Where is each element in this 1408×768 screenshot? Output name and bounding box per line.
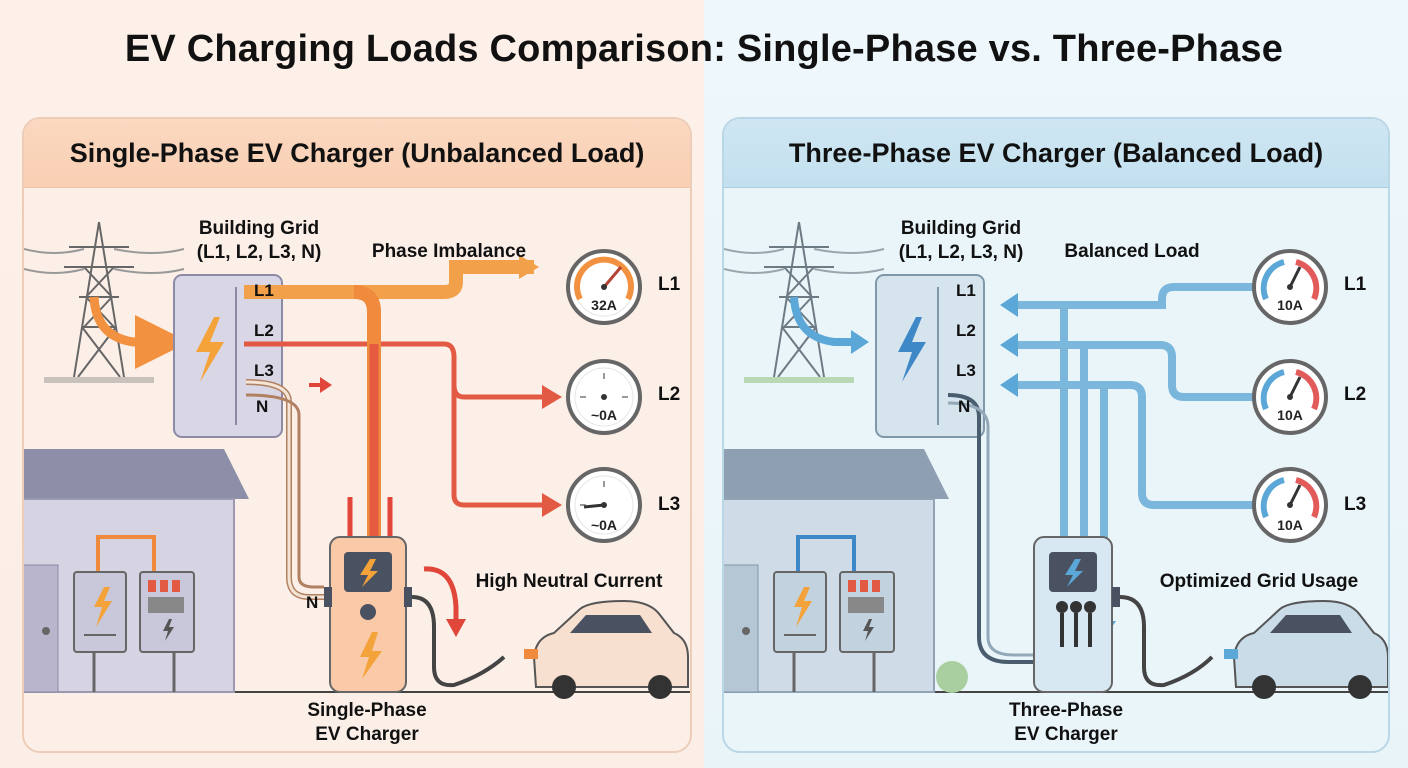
single-phase-panel-header: Single-Phase EV Charger (Unbalanced Load… bbox=[24, 119, 690, 188]
single-phase-panel: Single-Phase EV Charger (Unbalanced Load… bbox=[22, 117, 692, 753]
gauge-l2 bbox=[566, 359, 642, 435]
neutral-label: N bbox=[306, 593, 319, 612]
three-phase-panel: Three-Phase EV Charger (Balanced Load) bbox=[722, 117, 1390, 753]
gauge-l1 bbox=[566, 249, 642, 325]
gauge-l3-value: ~0A bbox=[590, 517, 618, 533]
car-icon bbox=[524, 599, 689, 699]
page-title: EV Charging Loads Comparison: Single-Pha… bbox=[124, 28, 1284, 70]
panel-phase-n: N bbox=[256, 397, 269, 416]
gauge-l2 bbox=[1252, 359, 1328, 435]
left-grid-title: Building Grid (L1, L2, L3, N) bbox=[196, 218, 322, 263]
panel-phase-l1: L1 bbox=[956, 281, 976, 300]
three-phase-panel-header: Three-Phase EV Charger (Balanced Load) bbox=[724, 119, 1388, 188]
right-status-text: Balanced Load bbox=[1064, 241, 1200, 262]
lightning-icon bbox=[196, 317, 224, 382]
left-caption: Single-Phase EV Charger bbox=[307, 700, 427, 745]
panel-phase-l2: L2 bbox=[254, 321, 274, 340]
optimized-usage-text: Optimized Grid Usage bbox=[1159, 571, 1359, 592]
meter-label-l3: L3 bbox=[1344, 494, 1367, 515]
meter-label-l1: L1 bbox=[658, 274, 681, 295]
house-icon bbox=[24, 449, 249, 693]
single-phase-diagram bbox=[24, 221, 690, 699]
ev-charger-icon bbox=[324, 536, 412, 693]
right-caption: Three-Phase EV Charger bbox=[1008, 700, 1124, 745]
ev-charger-icon bbox=[1033, 536, 1120, 693]
gauge-l3 bbox=[566, 467, 642, 543]
left-status-text: Phase Imbalance bbox=[371, 241, 527, 262]
meter-label-l2: L2 bbox=[1344, 384, 1367, 405]
panel-phase-l2: L2 bbox=[956, 321, 976, 340]
meter-label-l2: L2 bbox=[658, 384, 681, 405]
grid-feed-arrow bbox=[89, 296, 189, 369]
house-icon bbox=[724, 449, 968, 693]
panel-phase-l3: L3 bbox=[254, 361, 274, 380]
right-grid-title: Building Grid (L1, L2, L3, N) bbox=[898, 218, 1024, 263]
meter-label-l3: L3 bbox=[658, 494, 681, 515]
gauge-l3 bbox=[1252, 467, 1328, 543]
gauge-l2-value: 10A bbox=[1277, 407, 1303, 423]
grid-feed-arrow bbox=[790, 296, 854, 346]
transmission-tower-icon bbox=[724, 221, 885, 383]
meter-label-l1: L1 bbox=[1344, 274, 1367, 295]
panel-phase-n: N bbox=[958, 397, 971, 416]
lightning-icon bbox=[898, 317, 926, 382]
transmission-tower-icon bbox=[24, 221, 185, 383]
gauge-l1 bbox=[1252, 249, 1328, 325]
neutral-current-text: High Neutral Current bbox=[475, 571, 663, 592]
three-phase-diagram bbox=[724, 221, 1388, 699]
car-icon bbox=[1224, 599, 1388, 699]
gauge-l1-value: 10A bbox=[1277, 297, 1303, 313]
gauge-l2-value: ~0A bbox=[590, 407, 618, 423]
gauge-l1-value: 32A bbox=[591, 297, 617, 313]
panel-phase-l1: L1 bbox=[254, 281, 274, 300]
panel-phase-l3: L3 bbox=[956, 361, 976, 380]
gauge-l3-value: 10A bbox=[1277, 517, 1303, 533]
